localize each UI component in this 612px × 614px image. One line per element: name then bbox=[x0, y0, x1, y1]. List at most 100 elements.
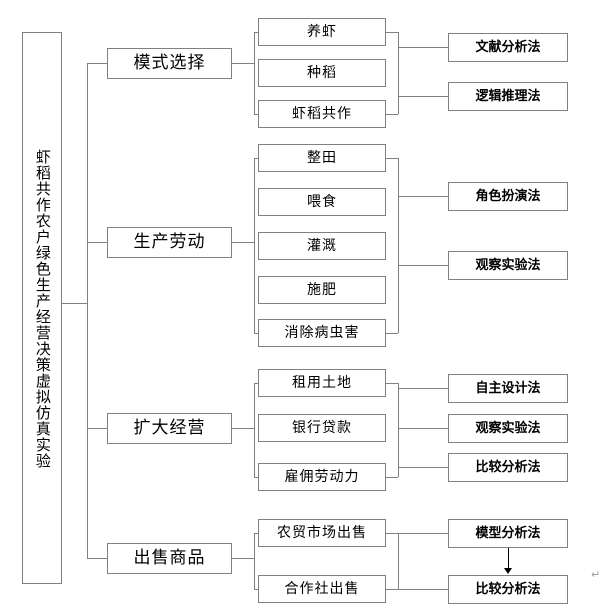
category-box-mode-selection: 模式选择 bbox=[107, 48, 232, 79]
method-label-3-2: 观察实验法 bbox=[475, 420, 541, 436]
category-label-sell-goods: 出售商品 bbox=[133, 547, 206, 568]
connector-group4-to-method1 bbox=[398, 533, 448, 534]
connector-cat2-out bbox=[232, 242, 254, 243]
method-label-4-1: 模型分析法 bbox=[475, 525, 541, 541]
connector-spine-to-cat-2 bbox=[87, 242, 107, 243]
connector-group1-to-method2 bbox=[398, 96, 448, 97]
activity-label-4-1: 农贸市场出售 bbox=[277, 524, 367, 541]
connector-group2-to-method2 bbox=[398, 265, 448, 266]
method-box-2-1: 角色扮演法 bbox=[448, 182, 568, 211]
activity-label-2-2: 喂食 bbox=[307, 193, 337, 210]
category-box-production-labor: 生产劳动 bbox=[107, 227, 232, 258]
activity-box-2-4: 施肥 bbox=[258, 276, 386, 304]
method-label-1-2: 逻辑推理法 bbox=[475, 88, 541, 104]
activity-box-3-3: 雇佣劳动力 bbox=[258, 463, 386, 491]
activity-box-2-5: 消除病虫害 bbox=[258, 319, 386, 347]
activity-label-3-3: 雇佣劳动力 bbox=[284, 468, 360, 485]
activity-label-1-3: 虾稻共作 bbox=[292, 105, 352, 122]
connector-act4-1-out bbox=[386, 533, 398, 534]
method-box-1-2: 逻辑推理法 bbox=[448, 82, 568, 111]
method-box-4-1: 模型分析法 bbox=[448, 519, 568, 548]
connector-act3-3-out bbox=[386, 477, 398, 478]
connector-act3-1-out bbox=[386, 383, 398, 384]
method-label-4-2: 比较分析法 bbox=[475, 581, 541, 597]
connector-act2-5-out bbox=[386, 333, 398, 334]
connector-cat4-to-act2 bbox=[254, 589, 258, 590]
connector-group4-to-method2 bbox=[398, 589, 448, 590]
root-node-label: 虾稻共作农户绿色生产经营决策虚拟仿真实验 bbox=[33, 149, 52, 469]
connector-spine-to-cat-1 bbox=[87, 63, 107, 64]
connector-spine-to-cat-4 bbox=[87, 558, 107, 559]
activity-box-2-1: 整田 bbox=[258, 144, 386, 172]
method-label-3-3: 比较分析法 bbox=[475, 459, 541, 475]
activity-label-3-2: 银行贷款 bbox=[292, 419, 352, 436]
method-box-3-2: 观察实验法 bbox=[448, 414, 568, 443]
category-label-production-labor: 生产劳动 bbox=[133, 231, 206, 252]
activity-label-1-1: 养虾 bbox=[307, 23, 337, 40]
connector-cat1-out bbox=[232, 63, 254, 64]
activity-label-2-3: 灌溉 bbox=[307, 237, 337, 254]
bracket-group3-right bbox=[398, 383, 399, 477]
category-label-expand-operation: 扩大经营 bbox=[133, 417, 206, 438]
connector-cat3-out bbox=[232, 428, 254, 429]
connector-spine-to-cat-3 bbox=[87, 428, 107, 429]
connector-act1-3-out bbox=[386, 114, 398, 115]
bracket-cat4-left bbox=[254, 533, 255, 589]
connector-act1-1-out bbox=[386, 32, 398, 33]
connector-cat3-to-act1 bbox=[254, 383, 258, 384]
method-box-3-1: 自主设计法 bbox=[448, 374, 568, 403]
method-box-4-2: 比较分析法 bbox=[448, 575, 568, 604]
connector-cat4-to-act1 bbox=[254, 533, 258, 534]
connector-cat2-to-act5 bbox=[254, 333, 258, 334]
method-box-2-2: 观察实验法 bbox=[448, 251, 568, 280]
activity-label-2-1: 整田 bbox=[307, 149, 337, 166]
connector-group2-to-method1 bbox=[398, 196, 448, 197]
arrow-head-model-to-compare bbox=[504, 568, 512, 574]
connector-cat1-to-act1 bbox=[254, 32, 258, 33]
root-node-box: 虾稻共作农户绿色生产经营决策虚拟仿真实验 bbox=[22, 32, 62, 584]
method-label-1-1: 文献分析法 bbox=[475, 39, 541, 55]
bracket-cat2-left bbox=[254, 158, 255, 333]
activity-label-2-4: 施肥 bbox=[307, 281, 337, 298]
connector-main-spine bbox=[87, 63, 88, 558]
activity-box-3-2: 银行贷款 bbox=[258, 414, 386, 442]
activity-box-4-2: 合作社出售 bbox=[258, 575, 386, 603]
connector-act4-2-out bbox=[386, 589, 398, 590]
bracket-cat3-left bbox=[254, 383, 255, 477]
connector-group3-to-method3 bbox=[398, 467, 448, 468]
bracket-cat1-left bbox=[254, 32, 255, 114]
connector-act2-1-out bbox=[386, 158, 398, 159]
bracket-group4-right bbox=[398, 533, 399, 589]
activity-label-3-1: 租用土地 bbox=[292, 374, 352, 391]
connector-cat2-to-act1 bbox=[254, 158, 258, 159]
arrow-shaft-model-to-compare bbox=[508, 548, 509, 569]
connector-root-to-spine bbox=[62, 303, 87, 304]
activity-box-2-2: 喂食 bbox=[258, 188, 386, 216]
category-box-sell-goods: 出售商品 bbox=[107, 543, 232, 574]
connector-group3-to-method1 bbox=[398, 388, 448, 389]
method-label-2-2: 观察实验法 bbox=[475, 257, 541, 273]
method-box-3-3: 比较分析法 bbox=[448, 453, 568, 482]
method-label-3-1: 自主设计法 bbox=[475, 380, 541, 396]
activity-box-1-1: 养虾 bbox=[258, 18, 386, 46]
bracket-group1-right bbox=[398, 32, 399, 114]
activity-box-1-3: 虾稻共作 bbox=[258, 100, 386, 128]
connector-cat1-to-act3 bbox=[254, 114, 258, 115]
method-box-1-1: 文献分析法 bbox=[448, 33, 568, 62]
category-box-expand-operation: 扩大经营 bbox=[107, 413, 232, 444]
activity-box-2-3: 灌溉 bbox=[258, 232, 386, 260]
activity-box-3-1: 租用土地 bbox=[258, 369, 386, 397]
connector-cat3-to-act3 bbox=[254, 477, 258, 478]
activity-label-1-2: 种稻 bbox=[307, 64, 337, 81]
activity-box-1-2: 种稻 bbox=[258, 59, 386, 87]
activity-label-2-5: 消除病虫害 bbox=[284, 324, 360, 341]
activity-label-4-2: 合作社出售 bbox=[284, 580, 360, 597]
connector-cat4-out bbox=[232, 558, 254, 559]
bracket-group2-right bbox=[398, 158, 399, 333]
activity-box-4-1: 农贸市场出售 bbox=[258, 519, 386, 547]
paragraph-mark: ↵ bbox=[591, 568, 601, 581]
category-label-mode-selection: 模式选择 bbox=[133, 52, 206, 73]
connector-group3-to-method2 bbox=[398, 428, 448, 429]
method-label-2-1: 角色扮演法 bbox=[475, 188, 541, 204]
